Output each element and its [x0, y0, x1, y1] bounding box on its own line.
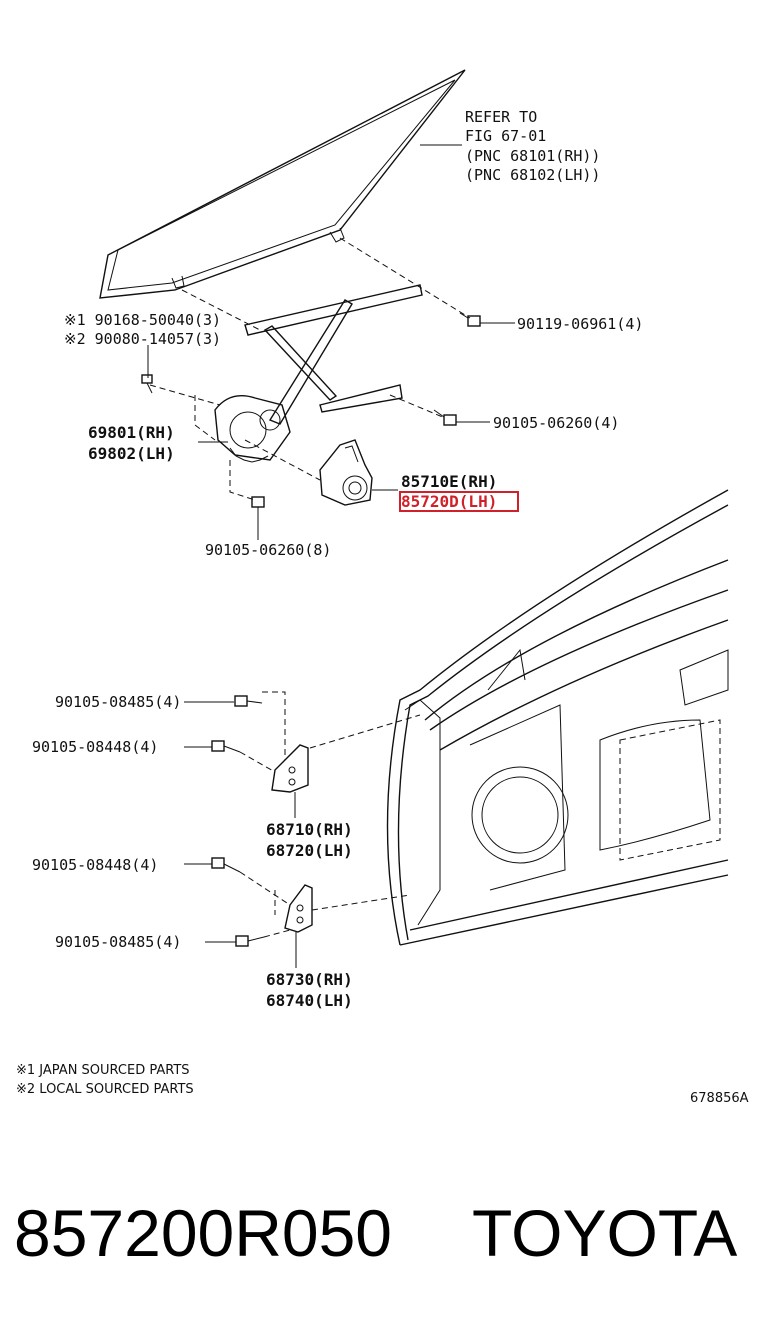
bolt-icon: [141, 374, 153, 394]
guide-line: [311, 894, 411, 911]
bolt-icon: [211, 857, 241, 873]
bolt-icon: [235, 935, 265, 947]
brand-name: TOYOTA: [472, 1196, 737, 1270]
refer-line-2: FIG 67-01: [465, 127, 546, 145]
regulator-lh-label: 69802(LH): [88, 444, 175, 463]
bolt-icon: [433, 409, 457, 426]
note-japan-sourced: ※1 JAPAN SOURCED PARTS: [16, 1063, 190, 1078]
guide-line: [229, 460, 256, 501]
motor-lh-label: 85720D(LH): [401, 492, 497, 511]
hinge-lower-lh-label: 68740(LH): [266, 991, 353, 1010]
hinge-upper-bolt-b-label: 90105-08448(4): [32, 738, 158, 756]
hinge-lower-bolt-a-label: 90105-08448(4): [32, 856, 158, 874]
hinge-upper-bolt-a-label: 90105-08485(4): [55, 693, 181, 711]
figure-id: 678856A: [690, 1091, 749, 1106]
hinge-lower-bolt-b-label: 90105-08485(4): [55, 933, 181, 951]
bolt-mid-right-label: 90105-06260(4): [493, 414, 619, 432]
guide-line: [244, 439, 321, 481]
bolt-icon: [459, 312, 481, 327]
guide-line: [239, 751, 276, 773]
guide-line: [309, 714, 421, 749]
hinge-lower-rh-label: 68730(RH): [266, 970, 353, 989]
guide-line: [239, 871, 291, 906]
bolt-icon: [211, 740, 241, 753]
bolt-icon: [251, 496, 265, 512]
guide-line: [262, 691, 286, 760]
refer-line-4: (PNC 68102(LH)): [465, 166, 600, 184]
bolt-local-label: ※2 90080-14057(3): [64, 330, 221, 348]
note-local-sourced: ※2 LOCAL SOURCED PARTS: [16, 1082, 194, 1097]
bolt-top-right-label: 90119-06961(4): [517, 315, 643, 333]
guide-line: [263, 929, 291, 938]
window-regulator: [214, 284, 423, 463]
door-glass: [99, 69, 466, 299]
bolt-regulator-bottom-label: 90105-06260(8): [205, 541, 331, 559]
refer-line-1: REFER TO: [465, 108, 537, 126]
guide-line: [149, 384, 221, 406]
lower-hinge: [284, 884, 313, 933]
highlight-box: [399, 491, 519, 512]
refer-line-3: (PNC 68101(RH)): [465, 147, 600, 165]
part-number: 857200R050: [14, 1196, 392, 1270]
guide-line: [181, 289, 261, 331]
bolt-japan-label: ※1 90168-50040(3): [64, 311, 221, 329]
regulator-motor: [319, 439, 373, 506]
regulator-rh-label: 69801(RH): [88, 423, 175, 442]
door-body: [386, 489, 729, 946]
hinge-upper-rh-label: 68710(RH): [266, 820, 353, 839]
hinge-upper-lh-label: 68720(LH): [266, 841, 353, 860]
upper-hinge: [271, 744, 309, 793]
guide-line: [194, 395, 216, 441]
bolt-icon: [234, 695, 263, 707]
motor-rh-label: 85710E(RH): [401, 472, 497, 491]
guide-line: [339, 237, 471, 319]
